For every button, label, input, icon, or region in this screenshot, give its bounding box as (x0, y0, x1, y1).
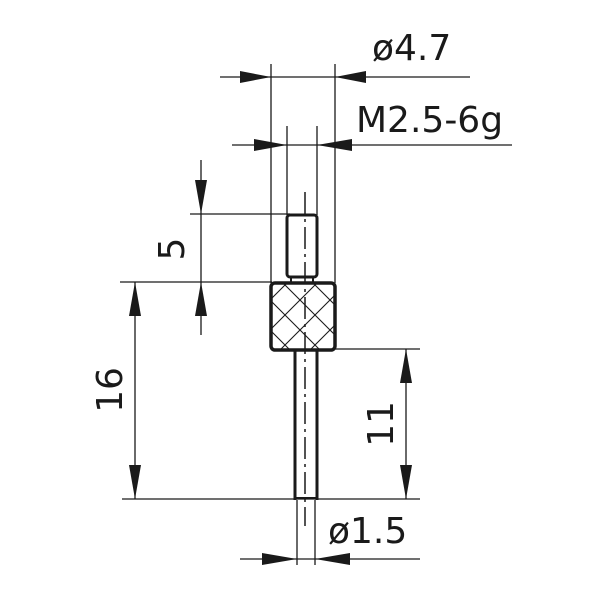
dim-overall-diameter: ø4.7 (372, 28, 451, 69)
dim-overall-length: 16 (90, 367, 131, 413)
dim-tip-diameter: ø1.5 (328, 511, 407, 552)
knurled-body (269, 281, 337, 352)
dim-shaft-length: 11 (361, 401, 402, 447)
part-outline (269, 213, 337, 500)
dimension-lines (129, 71, 512, 565)
thread-pin (285, 213, 319, 279)
dim-thread-length: 5 (152, 238, 193, 261)
dim-thread: M2.5-6g (356, 100, 503, 141)
